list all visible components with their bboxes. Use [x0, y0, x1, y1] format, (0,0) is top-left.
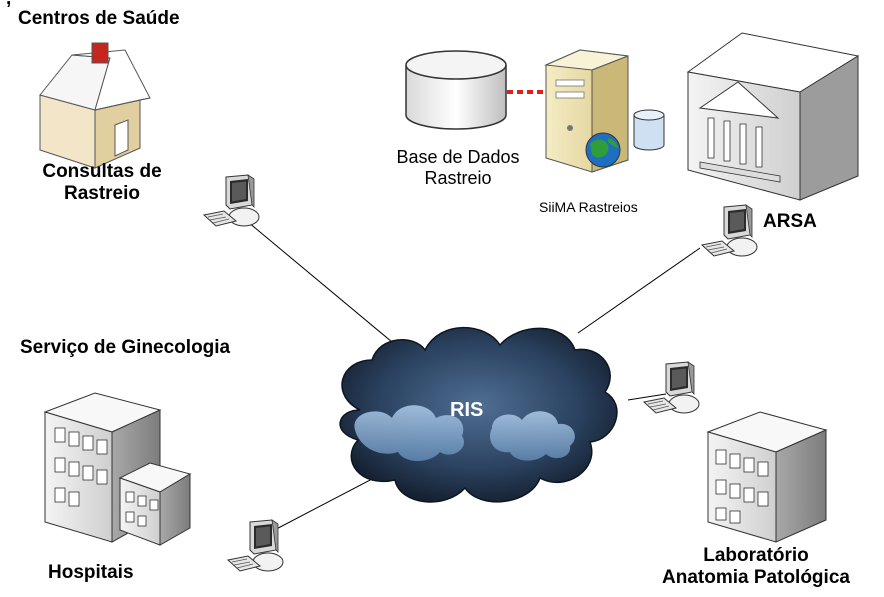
laboratory-building-icon	[706, 411, 828, 543]
hospital-building-icon	[43, 392, 192, 546]
label-servico-ginecologia: Serviço de Ginecologia	[20, 337, 231, 358]
label-lab-line2: Anatomia Patológica	[662, 567, 850, 588]
label-consultas-line1: Consultas de	[42, 161, 162, 182]
label-base-line2: Rastreio	[424, 168, 492, 188]
label-ris: RIS	[450, 399, 484, 421]
link-laboratorio	[627, 393, 667, 401]
cloud-icon	[339, 326, 618, 503]
link-centros	[247, 221, 399, 348]
label-lab-line1: Laboratório	[703, 545, 809, 566]
link-arsa	[577, 247, 701, 334]
label-centros-de-saude: Centros de Saúde	[18, 8, 180, 29]
label-consultas-rastreio: Consultas de Rastreio	[22, 161, 182, 205]
label-laboratorio: Laboratório Anatomia Patológica	[634, 545, 878, 589]
stray-mark: ,	[6, 0, 11, 10]
label-consultas-line2: Rastreio	[63, 183, 141, 204]
database-icon	[405, 50, 507, 130]
house-icon	[39, 42, 151, 169]
label-base-de-dados: Base de Dados Rastreio	[366, 147, 550, 189]
label-siima-rastreios: SiiMA Rastreios	[539, 199, 638, 215]
label-arsa: ARSA	[763, 211, 817, 232]
workstation-icon-centros	[203, 174, 260, 227]
label-hospitais: Hospitais	[48, 562, 134, 583]
workstation-icon-laboratorio	[643, 361, 700, 414]
workstation-icon-hospitais	[227, 519, 284, 572]
arsa-building-icon	[686, 32, 860, 201]
server-icon	[544, 49, 665, 173]
workstation-icon-arsa	[701, 204, 758, 257]
label-base-line1: Base de Dados	[396, 147, 520, 167]
